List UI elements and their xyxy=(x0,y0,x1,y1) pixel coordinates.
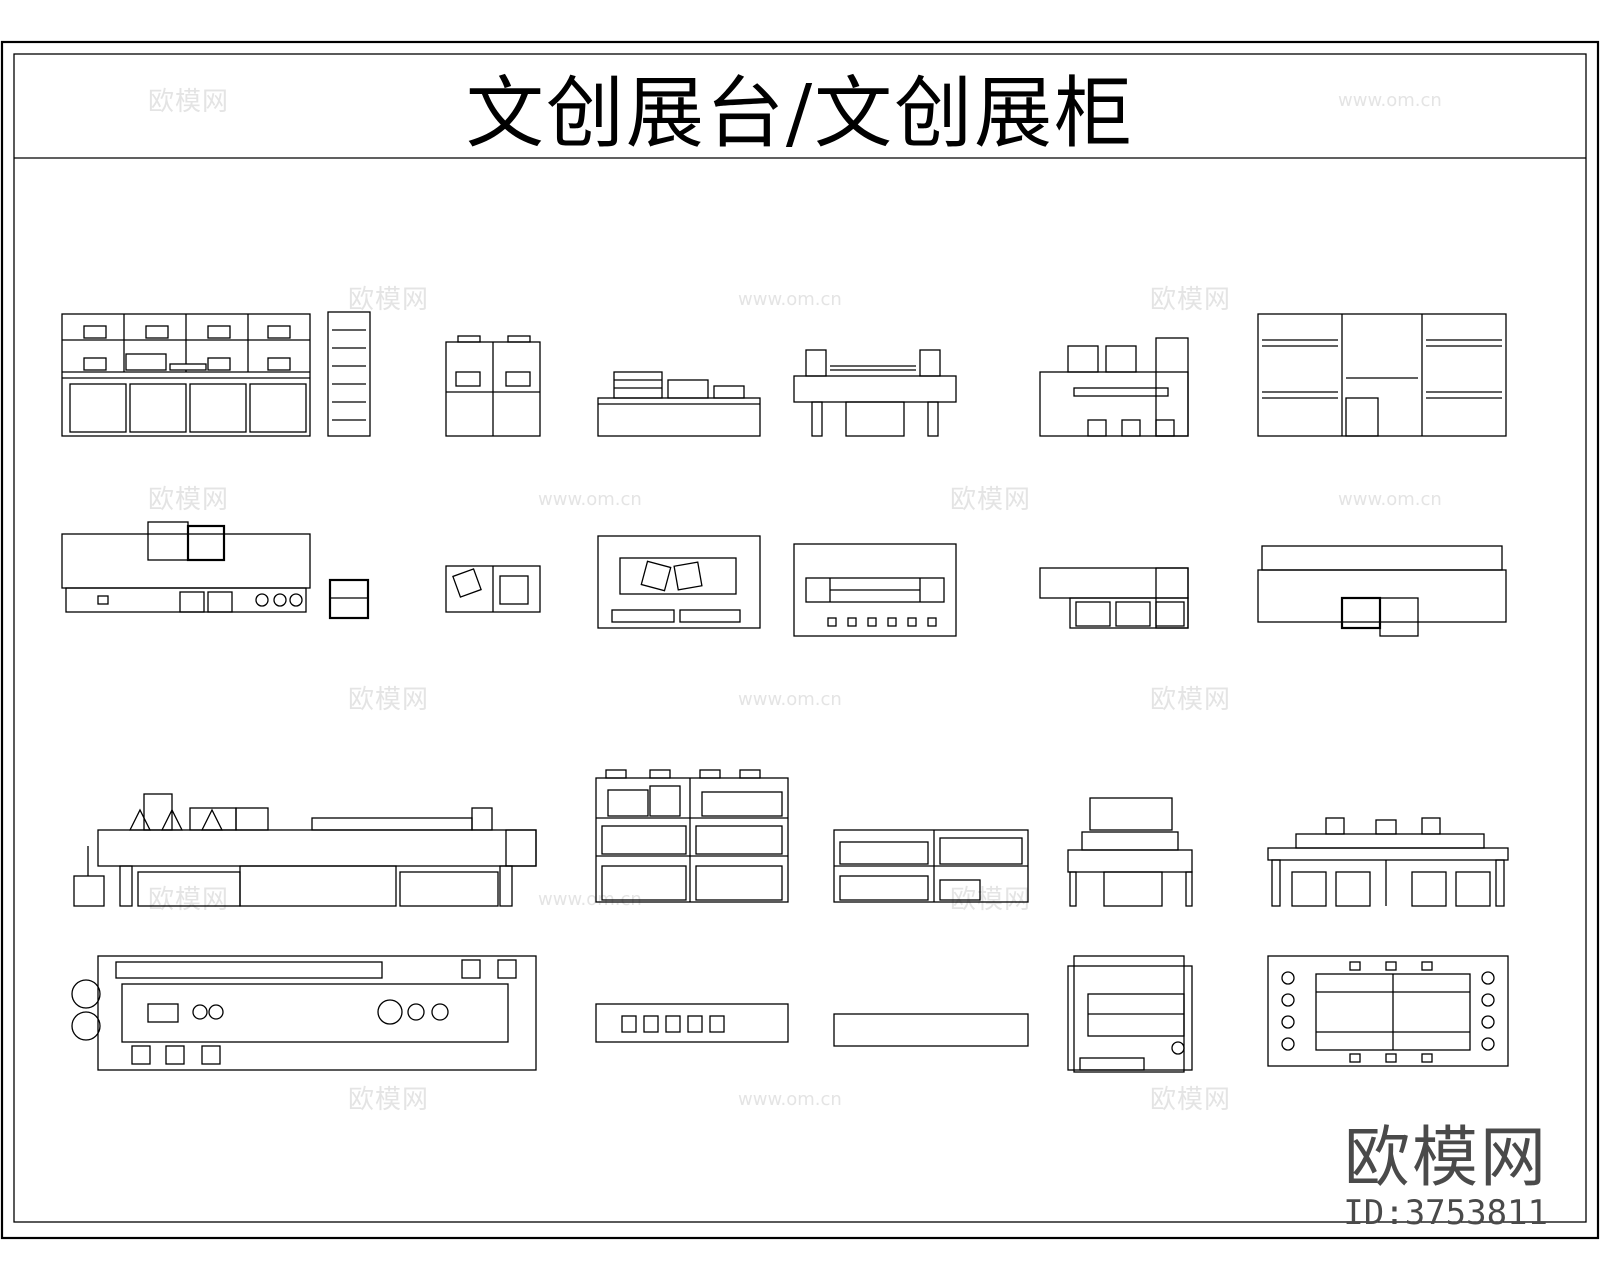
outer-frame xyxy=(0,40,1600,1240)
plan-wall-shelf xyxy=(1257,545,1507,637)
elevation-small-cabinet xyxy=(445,335,541,437)
elevation-bookcase-tall xyxy=(595,769,789,903)
watermark-brand: 欧模网 xyxy=(348,685,429,715)
elevation-tall-rack xyxy=(327,311,371,437)
elevation-wall-shelf xyxy=(1257,313,1507,437)
watermark-brand: 欧模网 xyxy=(148,885,229,915)
watermark-url: www.om.cn xyxy=(1338,90,1442,111)
elevation-bookcase-low xyxy=(833,829,1029,903)
logo-name: 欧模网 xyxy=(1344,1119,1548,1196)
elevation-display-table-legs xyxy=(793,349,957,437)
elevation-cabinet-long xyxy=(61,313,311,437)
watermark-layer: 欧模网 www.om.cn 欧模网 www.om.cn 欧模网 www.om.c… xyxy=(148,87,1442,1115)
elevation-display-table-low xyxy=(597,371,761,437)
watermark-brand: 欧模网 xyxy=(1150,685,1231,715)
watermark-url: www.om.cn xyxy=(538,889,642,910)
watermark-url: www.om.cn xyxy=(538,489,642,510)
page-title: 文创展台/文创展柜 xyxy=(466,69,1134,159)
plan-small-box xyxy=(328,578,370,620)
plan-table-with-chairs xyxy=(1267,955,1509,1067)
watermark-brand: 欧模网 xyxy=(348,285,429,315)
logo-block: 欧模网 ID:3753811 xyxy=(1343,1119,1548,1233)
plan-bookcase-low xyxy=(833,1013,1029,1047)
watermark-brand: 欧模网 xyxy=(348,1085,429,1115)
plan-work-desk xyxy=(1067,955,1193,1073)
watermark-url: www.om.cn xyxy=(738,689,842,710)
logo-id: ID:3753811 xyxy=(1343,1193,1548,1233)
elevation-table-with-chairs xyxy=(1267,817,1509,907)
plan-bookcase-tall xyxy=(595,1003,789,1043)
elevation-work-desk xyxy=(1067,797,1193,907)
elevation-long-display-bench xyxy=(73,793,537,907)
watermark-brand: 欧模网 xyxy=(148,87,229,117)
watermark-brand: 欧模网 xyxy=(950,485,1031,515)
watermark-url: www.om.cn xyxy=(738,1089,842,1110)
watermark-brand: 欧模网 xyxy=(148,485,229,515)
plan-bag-counter xyxy=(1039,567,1189,629)
watermark-url: www.om.cn xyxy=(738,289,842,310)
inner-frame xyxy=(13,53,1587,1223)
plan-small-cabinet xyxy=(445,565,541,613)
watermark-brand: 欧模网 xyxy=(1150,1085,1231,1115)
watermark-url: www.om.cn xyxy=(1338,489,1442,510)
plan-display-table-legs xyxy=(793,543,957,637)
plan-display-table-low xyxy=(597,535,761,629)
watermark-brand: 欧模网 xyxy=(1150,285,1231,315)
elevation-bag-counter xyxy=(1039,337,1189,437)
plan-long-display-bench xyxy=(71,955,537,1071)
plan-cabinet-long xyxy=(61,521,311,613)
